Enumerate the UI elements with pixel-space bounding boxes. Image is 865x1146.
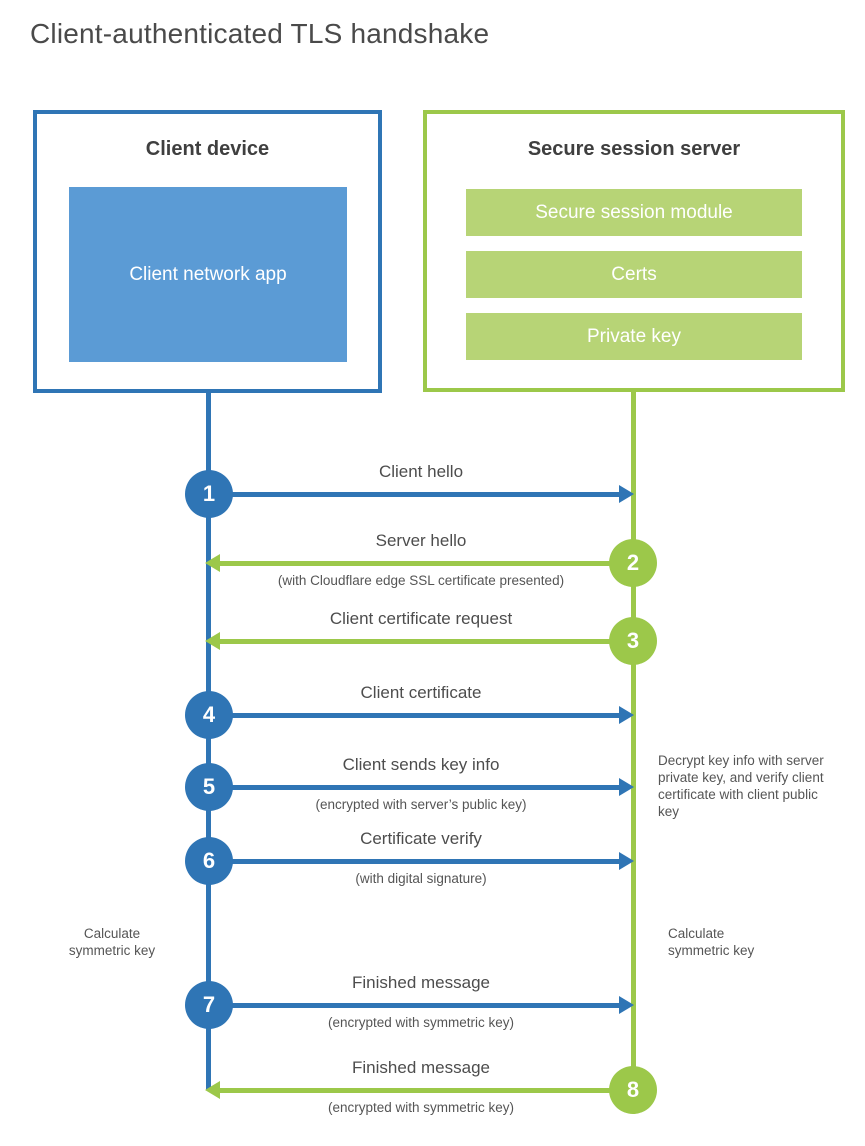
arrow-left-icon: [205, 1081, 220, 1099]
client-network-app-box: Client network app: [69, 187, 347, 362]
step-8-sublabel: (encrypted with symmetric key): [327, 1100, 515, 1115]
arrow-line: [209, 1003, 620, 1008]
step-7-badge: 7: [185, 981, 233, 1029]
arrow-left-icon: [205, 554, 220, 572]
arrow-line: [219, 639, 633, 644]
secure-session-server-title: Secure session server: [527, 138, 741, 160]
step-5-label: Client sends key info: [342, 755, 500, 774]
arrow-line: [209, 713, 620, 718]
arrow-line: [219, 561, 633, 566]
step-3-badge: 3: [609, 617, 657, 665]
step-5-sublabel: (encrypted with server’s public key): [315, 797, 527, 812]
arrow-line: [209, 492, 620, 497]
step-6-badge: 6: [185, 837, 233, 885]
step-7-label: Finished message: [352, 973, 490, 992]
step-4-badge: 4: [185, 691, 233, 739]
certs-bar: Certs: [466, 251, 802, 298]
arrow-line: [219, 1088, 633, 1093]
arrow-line: [209, 785, 620, 790]
step-6-sublabel: (with digital signature): [355, 871, 487, 886]
secure-session-module-bar: Secure session module: [466, 189, 802, 236]
step-8-badge: 8: [609, 1066, 657, 1114]
arrow-right-icon: [619, 996, 634, 1014]
client-lifeline: [206, 392, 211, 1090]
arrow-line: [209, 859, 620, 864]
arrow-right-icon: [619, 852, 634, 870]
step-3-label: Client certificate request: [329, 609, 513, 628]
step-2-label: Server hello: [375, 531, 467, 550]
server-lifeline: [631, 391, 636, 1092]
client-calculate-symmetric-key-note: Calculate symmetric key: [68, 926, 156, 958]
arrow-right-icon: [619, 706, 634, 724]
step-4-label: Client certificate: [360, 683, 482, 702]
step-2-badge: 2: [609, 539, 657, 587]
arrow-right-icon: [619, 778, 634, 796]
step-1-badge: 1: [185, 470, 233, 518]
decrypt-key-info-note: Decrypt key info with server private key…: [658, 753, 824, 819]
step-1-label: Client hello: [378, 462, 464, 481]
client-device-title: Client device: [145, 138, 270, 160]
client-device-box: Client device Client network app: [33, 110, 382, 393]
arrow-left-icon: [205, 632, 220, 650]
step-7-sublabel: (encrypted with symmetric key): [327, 1015, 515, 1030]
client-network-app-label: Client network app: [129, 263, 287, 285]
step-8-label: Finished message: [352, 1058, 490, 1077]
step-2-sublabel: (with Cloudflare edge SSL certificate pr…: [277, 573, 565, 588]
step-5-badge: 5: [185, 763, 233, 811]
server-calculate-symmetric-key-note: Calculate symmetric key: [668, 926, 755, 958]
step-6-label: Certificate verify: [360, 829, 482, 848]
page-title: Client-authenticated TLS handshake: [30, 18, 490, 49]
secure-session-server-box: Secure session server Secure session mod…: [423, 110, 845, 392]
private-key-bar: Private key: [466, 313, 802, 360]
arrow-right-icon: [619, 485, 634, 503]
